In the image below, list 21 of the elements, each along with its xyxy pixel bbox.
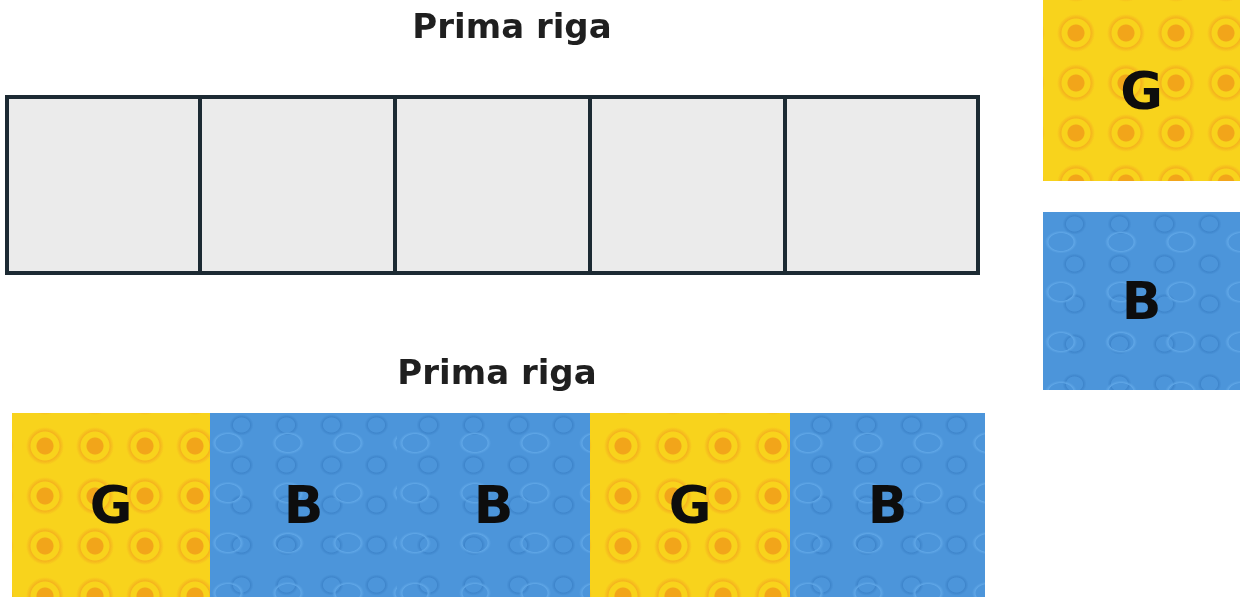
tile-letter: B	[473, 479, 514, 531]
grid-cell	[785, 95, 980, 275]
tile-letter: B	[867, 479, 908, 531]
tile	[1043, 212, 1240, 390]
tile-letter: G	[1120, 64, 1163, 117]
grid-cell	[200, 95, 395, 275]
tile	[397, 413, 590, 597]
grid-cell	[590, 95, 785, 275]
tile	[1043, 0, 1240, 181]
tile	[12, 413, 210, 597]
row-heading: Prima riga	[412, 6, 612, 46]
tile-letter: G	[668, 479, 712, 531]
tile-letter: G	[89, 479, 133, 531]
grid-cell	[395, 95, 590, 275]
tile	[790, 413, 985, 597]
tile-letter: B	[1121, 275, 1162, 327]
tile-letter: B	[283, 479, 324, 531]
tile	[210, 413, 397, 597]
grid-cell	[5, 95, 200, 275]
row-heading: Prima riga	[397, 352, 597, 392]
tile	[590, 413, 790, 597]
